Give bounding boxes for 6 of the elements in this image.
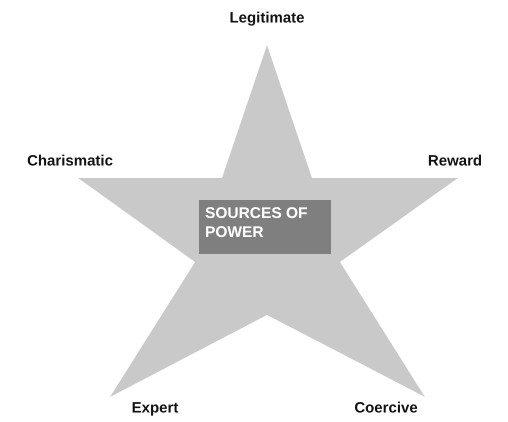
power-label: Expert bbox=[132, 400, 178, 416]
power-label: Legitimate bbox=[230, 10, 304, 26]
power-label: Charismatic bbox=[27, 152, 113, 170]
title-box: SOURCES OF POWER bbox=[199, 200, 331, 254]
power-label: Coercive bbox=[354, 400, 418, 416]
power-label: Reward bbox=[428, 152, 482, 170]
